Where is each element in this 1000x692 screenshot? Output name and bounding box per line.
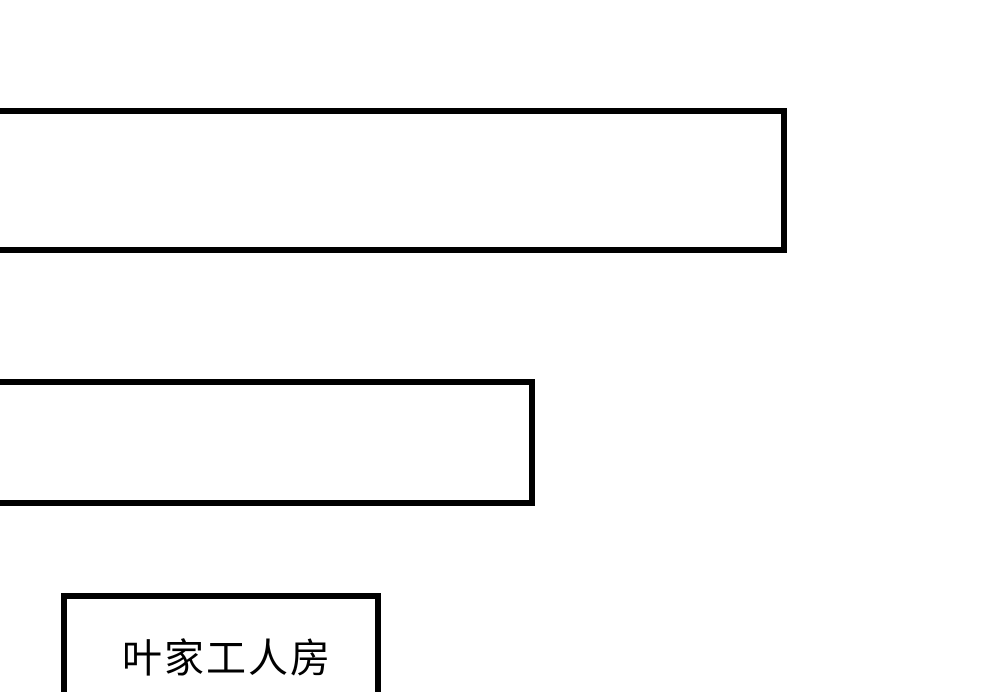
caption-box-bottom-text: 叶家工人房: [122, 636, 332, 682]
caption-box-middle: [0, 379, 535, 506]
caption-box-top: [0, 108, 787, 253]
caption-box-bottom: 叶家工人房: [61, 593, 381, 692]
